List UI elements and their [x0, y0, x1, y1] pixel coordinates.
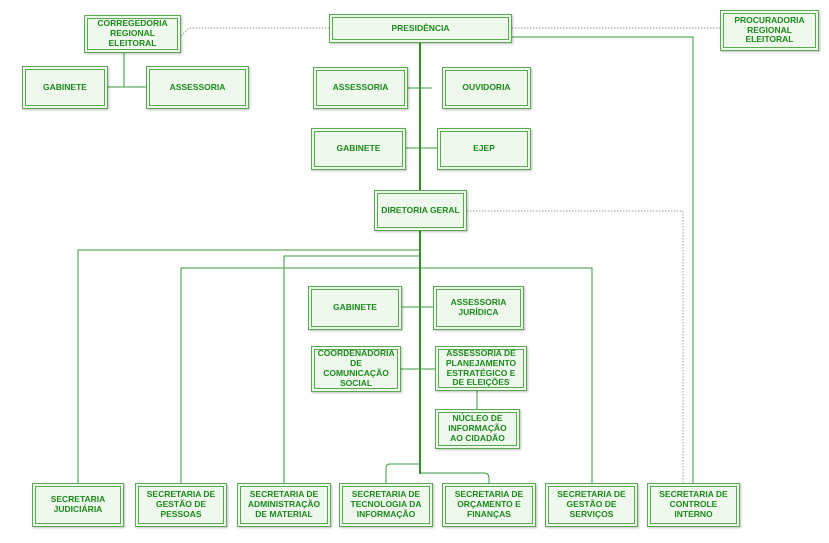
dotted-corregedoria [180, 27, 329, 37]
node-sec-controle-interno: SECRETARIA DE CONTROLE INTERNO [647, 483, 740, 527]
node-ejep: EJEP [437, 128, 531, 170]
node-corregedoria-gabinete: GABINETE [22, 66, 108, 109]
node-sec-gestao-servicos: SECRETARIA DE GESTÃO DE SERVIÇOS [545, 483, 638, 527]
node-assessoria-juridica: ASSESSORIA JURÍDICA [433, 286, 524, 330]
node-coord-comunicacao: COORDENADORIA DE COMUNICAÇÃO SOCIAL [311, 346, 401, 392]
connector-sec-pessoas [180, 267, 420, 483]
node-assessoria-planejamento: ASSESSORIA DE PLANEJAMENTO ESTRATÉGICO E… [435, 346, 527, 391]
connector-corregedoria [108, 53, 146, 88]
node-pres-gabinete: GABINETE [311, 128, 406, 170]
dotted-dg-controle [467, 210, 684, 483]
node-diretoria-geral: DIRETORIA GERAL [374, 190, 467, 231]
node-ouvidoria: OUVIDORIA [442, 67, 531, 109]
node-corregedoria: CORREGEDORIA REGIONAL ELEITORAL [84, 15, 181, 53]
node-sec-judiciaria: SECRETARIA JUDICIÁRIA [32, 483, 124, 527]
node-sec-tecnologia: SECRETARIA DE TECNOLOGIA DA INFORMAÇÃO [339, 483, 433, 527]
node-nucleo-informacao: NÚCLEO DE INFORMAÇÃO AO CIDADÃO [435, 409, 520, 449]
node-procuradoria: PROCURADORIA REGIONAL ELEITORAL [720, 10, 819, 51]
node-pres-assessoria: ASSESSORIA [313, 67, 408, 109]
node-dg-gabinete: GABINETE [308, 286, 402, 330]
connector-sec-judiciaria [77, 249, 420, 483]
connector-controle-interno [512, 36, 694, 483]
node-sec-gestao-pessoas: SECRETARIA DE GESTÃO DE PESSOAS [135, 483, 227, 527]
connector-sec-administracao [283, 255, 420, 483]
node-sec-administracao: SECRETARIA DE ADMINISTRAÇÃO DE MATERIAL [237, 483, 331, 527]
connector-sec-servicos [420, 267, 593, 483]
connector-sec-orcamento [420, 472, 490, 483]
node-presidencia: PRESIDÊNCIA [329, 14, 512, 43]
connector-sec-tecnologia [385, 463, 420, 483]
node-sec-orcamento: SECRETARIA DE ORÇAMENTO E FINANÇAS [442, 483, 536, 527]
node-corregedoria-assessoria: ASSESSORIA [146, 66, 249, 109]
